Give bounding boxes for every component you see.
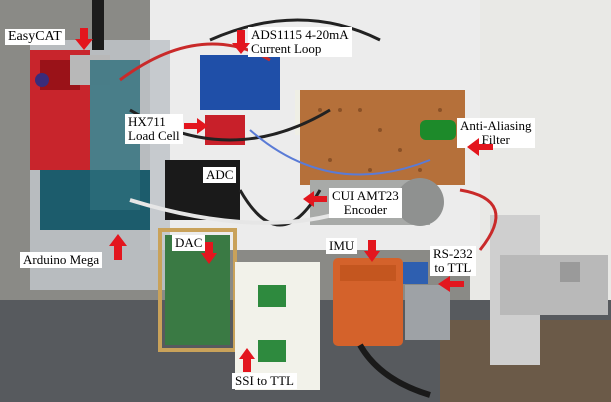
arrow-icon <box>75 28 93 50</box>
label-arduino-mega: Arduino Mega <box>20 252 103 268</box>
label-dac: DAC <box>172 235 206 251</box>
arrow-icon <box>438 276 464 292</box>
arrow-icon <box>201 242 217 264</box>
label-hx711: HX711 Load Cell <box>125 114 183 144</box>
label-ads1115-line2: Current Loop <box>251 41 322 56</box>
label-adc: ADC <box>203 167 237 183</box>
label-hx711-line2: Load Cell <box>128 128 180 143</box>
arrow-icon <box>467 138 493 156</box>
label-rs232: RS-232 to TTL <box>430 246 476 276</box>
label-cui-line1: CUI AMT23 <box>332 188 399 203</box>
label-ads1115-line1: ADS1115 4-20mA <box>251 27 349 42</box>
label-hx711-line1: HX711 <box>128 114 166 129</box>
label-ads1115: ADS1115 4-20mA Current Loop <box>248 27 352 57</box>
label-imu: IMU <box>326 238 358 254</box>
label-cui-line2: Encoder <box>343 202 388 217</box>
arrow-icon <box>364 240 380 262</box>
arrow-icon <box>184 118 208 134</box>
arrow-icon <box>232 30 250 54</box>
label-ssi-to-ttl: SSI to TTL <box>232 373 297 389</box>
label-rs232-line2: to TTL <box>434 260 472 275</box>
label-anti-aliasing-line1: Anti-Aliasing <box>460 118 532 133</box>
label-rs232-line1: RS-232 <box>433 246 473 261</box>
label-easycat: EasyCAT <box>5 29 65 45</box>
arrow-icon <box>109 234 127 260</box>
label-anti-aliasing-filter: Anti-Aliasing Filter <box>457 118 535 148</box>
label-cui-encoder: CUI AMT23 Encoder <box>329 188 402 218</box>
label-anti-aliasing-line2: Filter <box>481 132 510 147</box>
arrow-icon <box>303 191 327 207</box>
arrow-icon <box>239 348 255 372</box>
